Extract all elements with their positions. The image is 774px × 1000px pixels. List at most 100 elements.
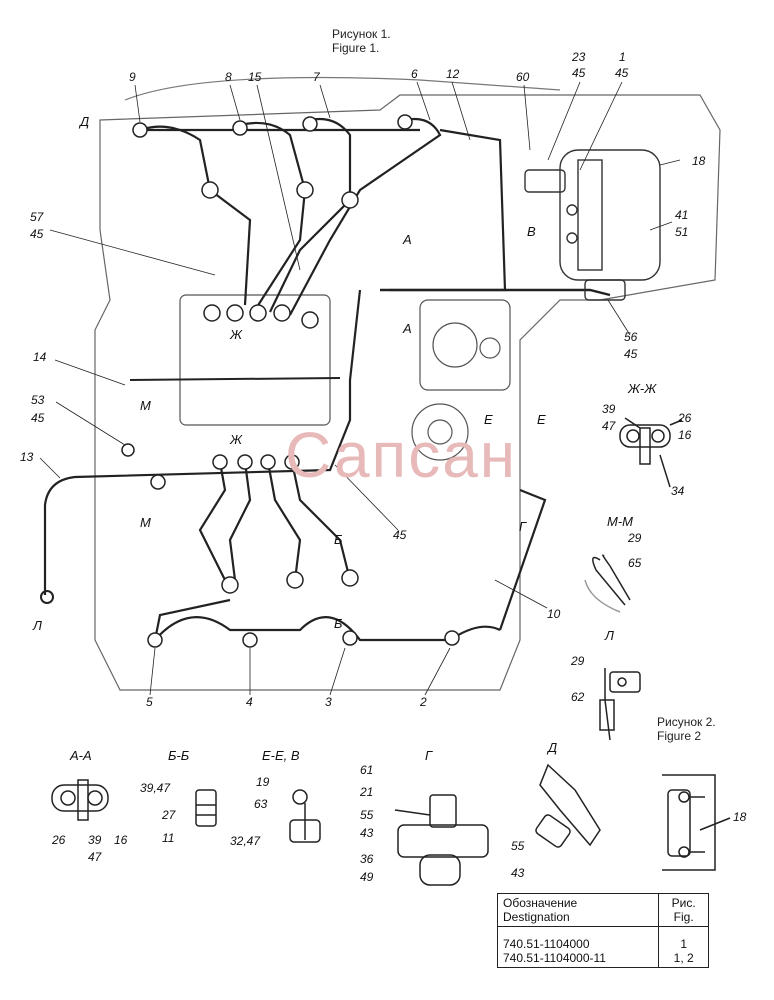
callout-3: 3: [325, 695, 332, 709]
callout-5: 5: [146, 695, 153, 709]
filter-cap: [427, 419, 453, 445]
callout-12: 12: [446, 67, 460, 81]
callout-bb-11: 11: [162, 831, 175, 845]
left-low-pressure-line: [43, 289, 362, 595]
callout-45-c: 45: [30, 227, 44, 241]
callout-45-f: 45: [393, 528, 407, 542]
callout-d-55: 55: [511, 839, 525, 853]
callout-14: 14: [33, 350, 47, 364]
detail-g: [394, 794, 489, 886]
callout-45-b: 45: [615, 66, 629, 80]
callout-bb-27: 27: [162, 808, 176, 822]
header-fig: Рис. Fig.: [658, 893, 709, 927]
section-mark-b-top: Б: [334, 532, 343, 547]
callout-g-55: 55: [360, 808, 374, 822]
section-title-e-e-v: Е-Е, В: [262, 748, 300, 763]
top-injector-lines: [139, 117, 507, 316]
callout-zh-39: 39: [602, 402, 616, 416]
callout-g-43: 43: [360, 826, 374, 840]
section-mark-a-top: А: [403, 232, 412, 247]
callout-7: 7: [313, 70, 320, 84]
callout-zh-34: 34: [671, 484, 685, 498]
designation-row-1: 740.51-1104000: [503, 937, 590, 951]
section-mark-d: Д: [80, 114, 90, 129]
figure1-caption: Рисунок 1. Figure 1.: [332, 27, 391, 55]
detail-m-m: [584, 554, 631, 613]
callout-6: 6: [411, 67, 418, 81]
callout-g-49: 49: [360, 870, 374, 884]
detail-a-a: [51, 779, 109, 821]
figure1-caption-ru: Рисунок 1.: [332, 27, 391, 41]
callout-45-e: 45: [31, 411, 45, 425]
header-designation: Обозначение Destignation: [496, 893, 660, 927]
callout-bb-39-47: 39,47: [140, 781, 171, 795]
detail-l: [599, 668, 641, 741]
watermark-text: Сапсан: [285, 419, 518, 491]
fuel-filter-block: [524, 149, 661, 301]
section-title-zh-zh: Ж-Ж: [628, 381, 657, 396]
header-fig-ru: Рис.: [671, 896, 696, 910]
callout-aa-16: 16: [114, 833, 128, 847]
bottom-injectors: [121, 443, 460, 648]
section-mark-a-bottom: А: [403, 321, 412, 336]
section-title-m-m: М-М: [607, 514, 633, 529]
filter-housing: [411, 403, 469, 461]
callout-15: 15: [248, 70, 262, 84]
l-fitting: [40, 590, 54, 604]
section-mark-l: Л: [33, 618, 42, 633]
pump-gear-b: [479, 337, 501, 359]
callout-ee-32-47: 32,47: [230, 834, 261, 848]
callout-18: 18: [692, 154, 706, 168]
section-mark-zh-bottom: Ж: [230, 432, 242, 447]
section-title-d: Д: [548, 740, 558, 755]
callout-mm-65: 65: [628, 556, 642, 570]
detail-zh-zh: [619, 417, 683, 488]
header-designation-en: Destignation: [503, 910, 570, 924]
designation-table: Обозначение Destignation Рис. Fig. 740.5…: [496, 893, 709, 968]
figure2-caption-en: Figure 2: [657, 729, 702, 743]
section-title-l: Л: [605, 628, 614, 643]
valve-cover-top: [124, 76, 561, 101]
header-fig-en: Fig.: [673, 910, 694, 924]
detail-e-e: [289, 789, 321, 843]
callout-g-21: 21: [360, 785, 374, 799]
section-mark-zh-top: Ж: [230, 327, 242, 342]
figure2-caption-ru: Рисунок 2.: [657, 715, 716, 729]
leader-lines: [39, 81, 681, 696]
section-mark-e-left: Е: [484, 412, 493, 427]
callout-l-29: 29: [571, 654, 585, 668]
table-row: 740.51-1104000 740.51-1104000-11 1 1, 2: [496, 926, 709, 968]
bottom-injector-lines: [153, 461, 547, 642]
callout-56: 56: [624, 330, 638, 344]
callout-aa-39: 39: [88, 833, 102, 847]
line-14: [129, 377, 341, 381]
callout-60: 60: [516, 70, 530, 84]
callout-l-62: 62: [571, 690, 585, 704]
fig-cells: 1 1, 2: [658, 926, 709, 968]
callout-zh-26: 26: [678, 411, 692, 425]
callout-ee-19: 19: [256, 775, 270, 789]
section-mark-e-right: Е: [537, 412, 546, 427]
section-title-g: Г: [425, 748, 433, 763]
designation-row-2: 740.51-1104000-11: [503, 951, 606, 965]
detail-d: [535, 763, 601, 848]
fig-row-1: 1: [680, 937, 688, 951]
pump-gear-a: [432, 322, 478, 368]
callout-57: 57: [30, 210, 44, 224]
callout-51: 51: [675, 225, 689, 239]
callout-fig2-18: 18: [733, 810, 747, 824]
figure2-detail: [662, 774, 731, 871]
figure1-caption-en: Figure 1.: [332, 41, 380, 55]
section-title-b-b: Б-Б: [168, 748, 190, 763]
callout-2: 2: [420, 695, 427, 709]
callout-45-a: 45: [572, 66, 586, 80]
detail-b-b: [195, 789, 217, 827]
fig-row-2: 1, 2: [673, 951, 694, 965]
callout-8: 8: [225, 70, 232, 84]
callout-45-d: 45: [624, 347, 638, 361]
callout-g-61: 61: [360, 763, 374, 777]
callout-zh-47: 47: [602, 419, 616, 433]
pump-front-plate: [419, 299, 511, 391]
callout-mm-29: 29: [628, 531, 642, 545]
